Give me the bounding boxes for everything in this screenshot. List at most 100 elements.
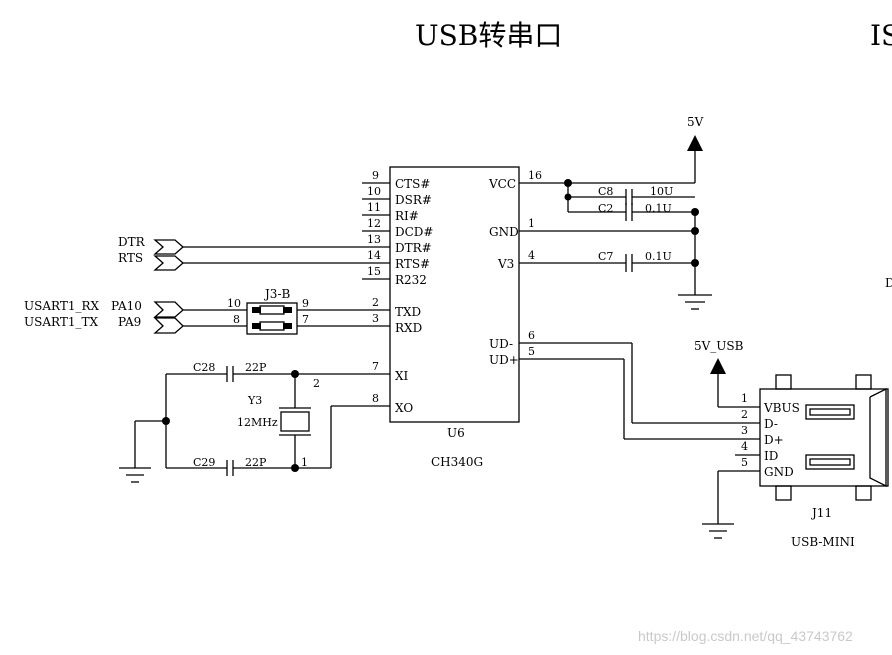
j11-pin-2-num: 2	[741, 408, 748, 421]
c8-value: 10U	[650, 185, 673, 198]
svg-text:7: 7	[372, 360, 379, 373]
u6-pin-5: UD+ 5	[489, 345, 535, 367]
svg-text:PA10: PA10	[111, 299, 142, 313]
svg-text:VCC: VCC	[488, 177, 516, 191]
j11-pin-2-name: D-	[764, 417, 778, 431]
svg-text:DSR#: DSR#	[395, 193, 432, 207]
u6-pin-1: GND 1	[489, 217, 535, 239]
c2-value: 0.1U	[645, 202, 672, 215]
u6-pin-2: 2 TXD	[372, 296, 421, 319]
ground-icon-left	[119, 467, 151, 483]
u6-pin-13: 13 DTR#	[362, 233, 432, 255]
svg-text:TXD: TXD	[395, 305, 421, 319]
svg-text:16: 16	[528, 169, 542, 182]
page-title: USB转串口	[415, 19, 562, 52]
u6-chip: U6 CH340G 9 CTS# 10 DSR# 11 RI# 12 DCD# …	[362, 166, 542, 469]
j11-part: USB-MINI	[791, 535, 855, 549]
svg-text:15: 15	[367, 265, 381, 278]
j11-pin-4-name: ID	[764, 449, 778, 463]
crystal-pin-top: 2	[313, 377, 320, 390]
port-rts: RTS	[118, 251, 362, 271]
j11-tab-top-left	[775, 374, 792, 390]
crystal-circuit: C28 22P C29 22P Y3 12MHz 2 1	[119, 361, 390, 483]
svg-text:9: 9	[372, 169, 379, 182]
power-5v-arrow-icon	[687, 135, 703, 151]
svg-text:2: 2	[372, 296, 379, 309]
crystal-pin-bottom: 1	[301, 456, 308, 469]
u6-pin-15: 15 R232	[362, 265, 427, 287]
u6-pin-11: 11 RI#	[362, 201, 419, 223]
svg-text:8: 8	[372, 392, 379, 405]
port-pa10: USART1_RX PA10	[24, 299, 247, 318]
j11-pin-3-num: 3	[741, 424, 748, 437]
j11-pin-5-name: GND	[764, 465, 794, 479]
power-5v-label: 5V	[687, 115, 704, 129]
jumper-ref: J3-B	[263, 287, 291, 301]
svg-text:XO: XO	[395, 401, 413, 415]
svg-text:CTS#: CTS#	[395, 177, 430, 191]
svg-text:1: 1	[528, 217, 535, 230]
svg-text:PA9: PA9	[118, 315, 141, 329]
c7-value: 0.1U	[645, 250, 672, 263]
u6-pin-3: 3 RXD	[372, 312, 422, 335]
watermark: https://blog.csdn.net/qq_43743762	[638, 628, 853, 644]
crystal-freq: 12MHz	[237, 416, 278, 429]
svg-text:4: 4	[528, 249, 535, 262]
c29-value: 22P	[245, 456, 267, 469]
j11-tab-bottom-right	[855, 485, 872, 501]
svg-text:5: 5	[528, 345, 535, 358]
power-5v-usb-arrow-icon	[710, 358, 726, 374]
power-network: 5V C8 10U C2 0.1U C7 0.1U	[519, 115, 712, 310]
svg-text:DTR: DTR	[118, 235, 146, 249]
u6-body	[389, 166, 520, 423]
svg-text:DTR#: DTR#	[395, 241, 432, 255]
svg-text:12: 12	[367, 217, 381, 230]
jumper-j3b: J3-B 10 9 8 7	[227, 287, 390, 335]
crystal-ref: Y3	[247, 394, 262, 407]
power-5v-usb-label: 5V_USB	[694, 339, 744, 353]
c28-value: 22P	[245, 361, 267, 374]
j11-pin-1-name: VBUS	[763, 401, 800, 415]
svg-text:13: 13	[367, 233, 381, 246]
port-pa9: USART1_TX PA9	[24, 315, 247, 334]
svg-text:XI: XI	[395, 369, 409, 383]
usart1-tx-label: USART1_TX	[24, 315, 98, 329]
j11-ref: J11	[810, 506, 832, 520]
j11-pin-5-num: 5	[741, 456, 748, 469]
c7-ref: C7	[598, 250, 613, 263]
j11-tab-top-right	[855, 374, 872, 390]
svg-text:10: 10	[367, 185, 381, 198]
u6-part: CH340G	[431, 455, 483, 469]
c2-ref: C2	[598, 202, 613, 215]
u6-pin-9: 9 CTS#	[362, 169, 430, 191]
usb-data-lines	[519, 342, 760, 440]
svg-text:GND: GND	[489, 225, 519, 239]
svg-text:V3: V3	[497, 257, 514, 271]
port-dtr: DTR	[118, 235, 362, 255]
title-right-fragment: IS	[870, 19, 892, 52]
u6-pin-16: VCC 16	[488, 169, 542, 191]
svg-text:DCD#: DCD#	[395, 225, 433, 239]
side-fragment: D	[885, 276, 892, 290]
j11-pin-1-num: 1	[741, 392, 748, 405]
u6-pin-6: UD- 6	[489, 329, 535, 351]
usart1-rx-label: USART1_RX	[24, 299, 99, 313]
svg-text:11: 11	[367, 201, 381, 214]
svg-text:7: 7	[302, 313, 309, 326]
u6-pin-7: 7 XI	[372, 360, 409, 383]
c8-ref: C8	[598, 185, 613, 198]
u6-ref: U6	[447, 426, 465, 440]
ground-icon-usb	[702, 523, 734, 539]
svg-text:RI#: RI#	[395, 209, 419, 223]
j11-pin-3-name: D+	[764, 433, 784, 447]
svg-text:10: 10	[227, 297, 241, 310]
ground-icon-right	[678, 294, 712, 310]
u6-pin-10: 10 DSR#	[362, 185, 432, 207]
u6-pin-12: 12 DCD#	[362, 217, 433, 239]
c28-ref: C28	[193, 361, 215, 374]
c29-ref: C29	[193, 456, 215, 469]
svg-text:UD-: UD-	[489, 337, 513, 351]
svg-text:RTS: RTS	[118, 251, 143, 265]
svg-text:3: 3	[372, 312, 379, 325]
